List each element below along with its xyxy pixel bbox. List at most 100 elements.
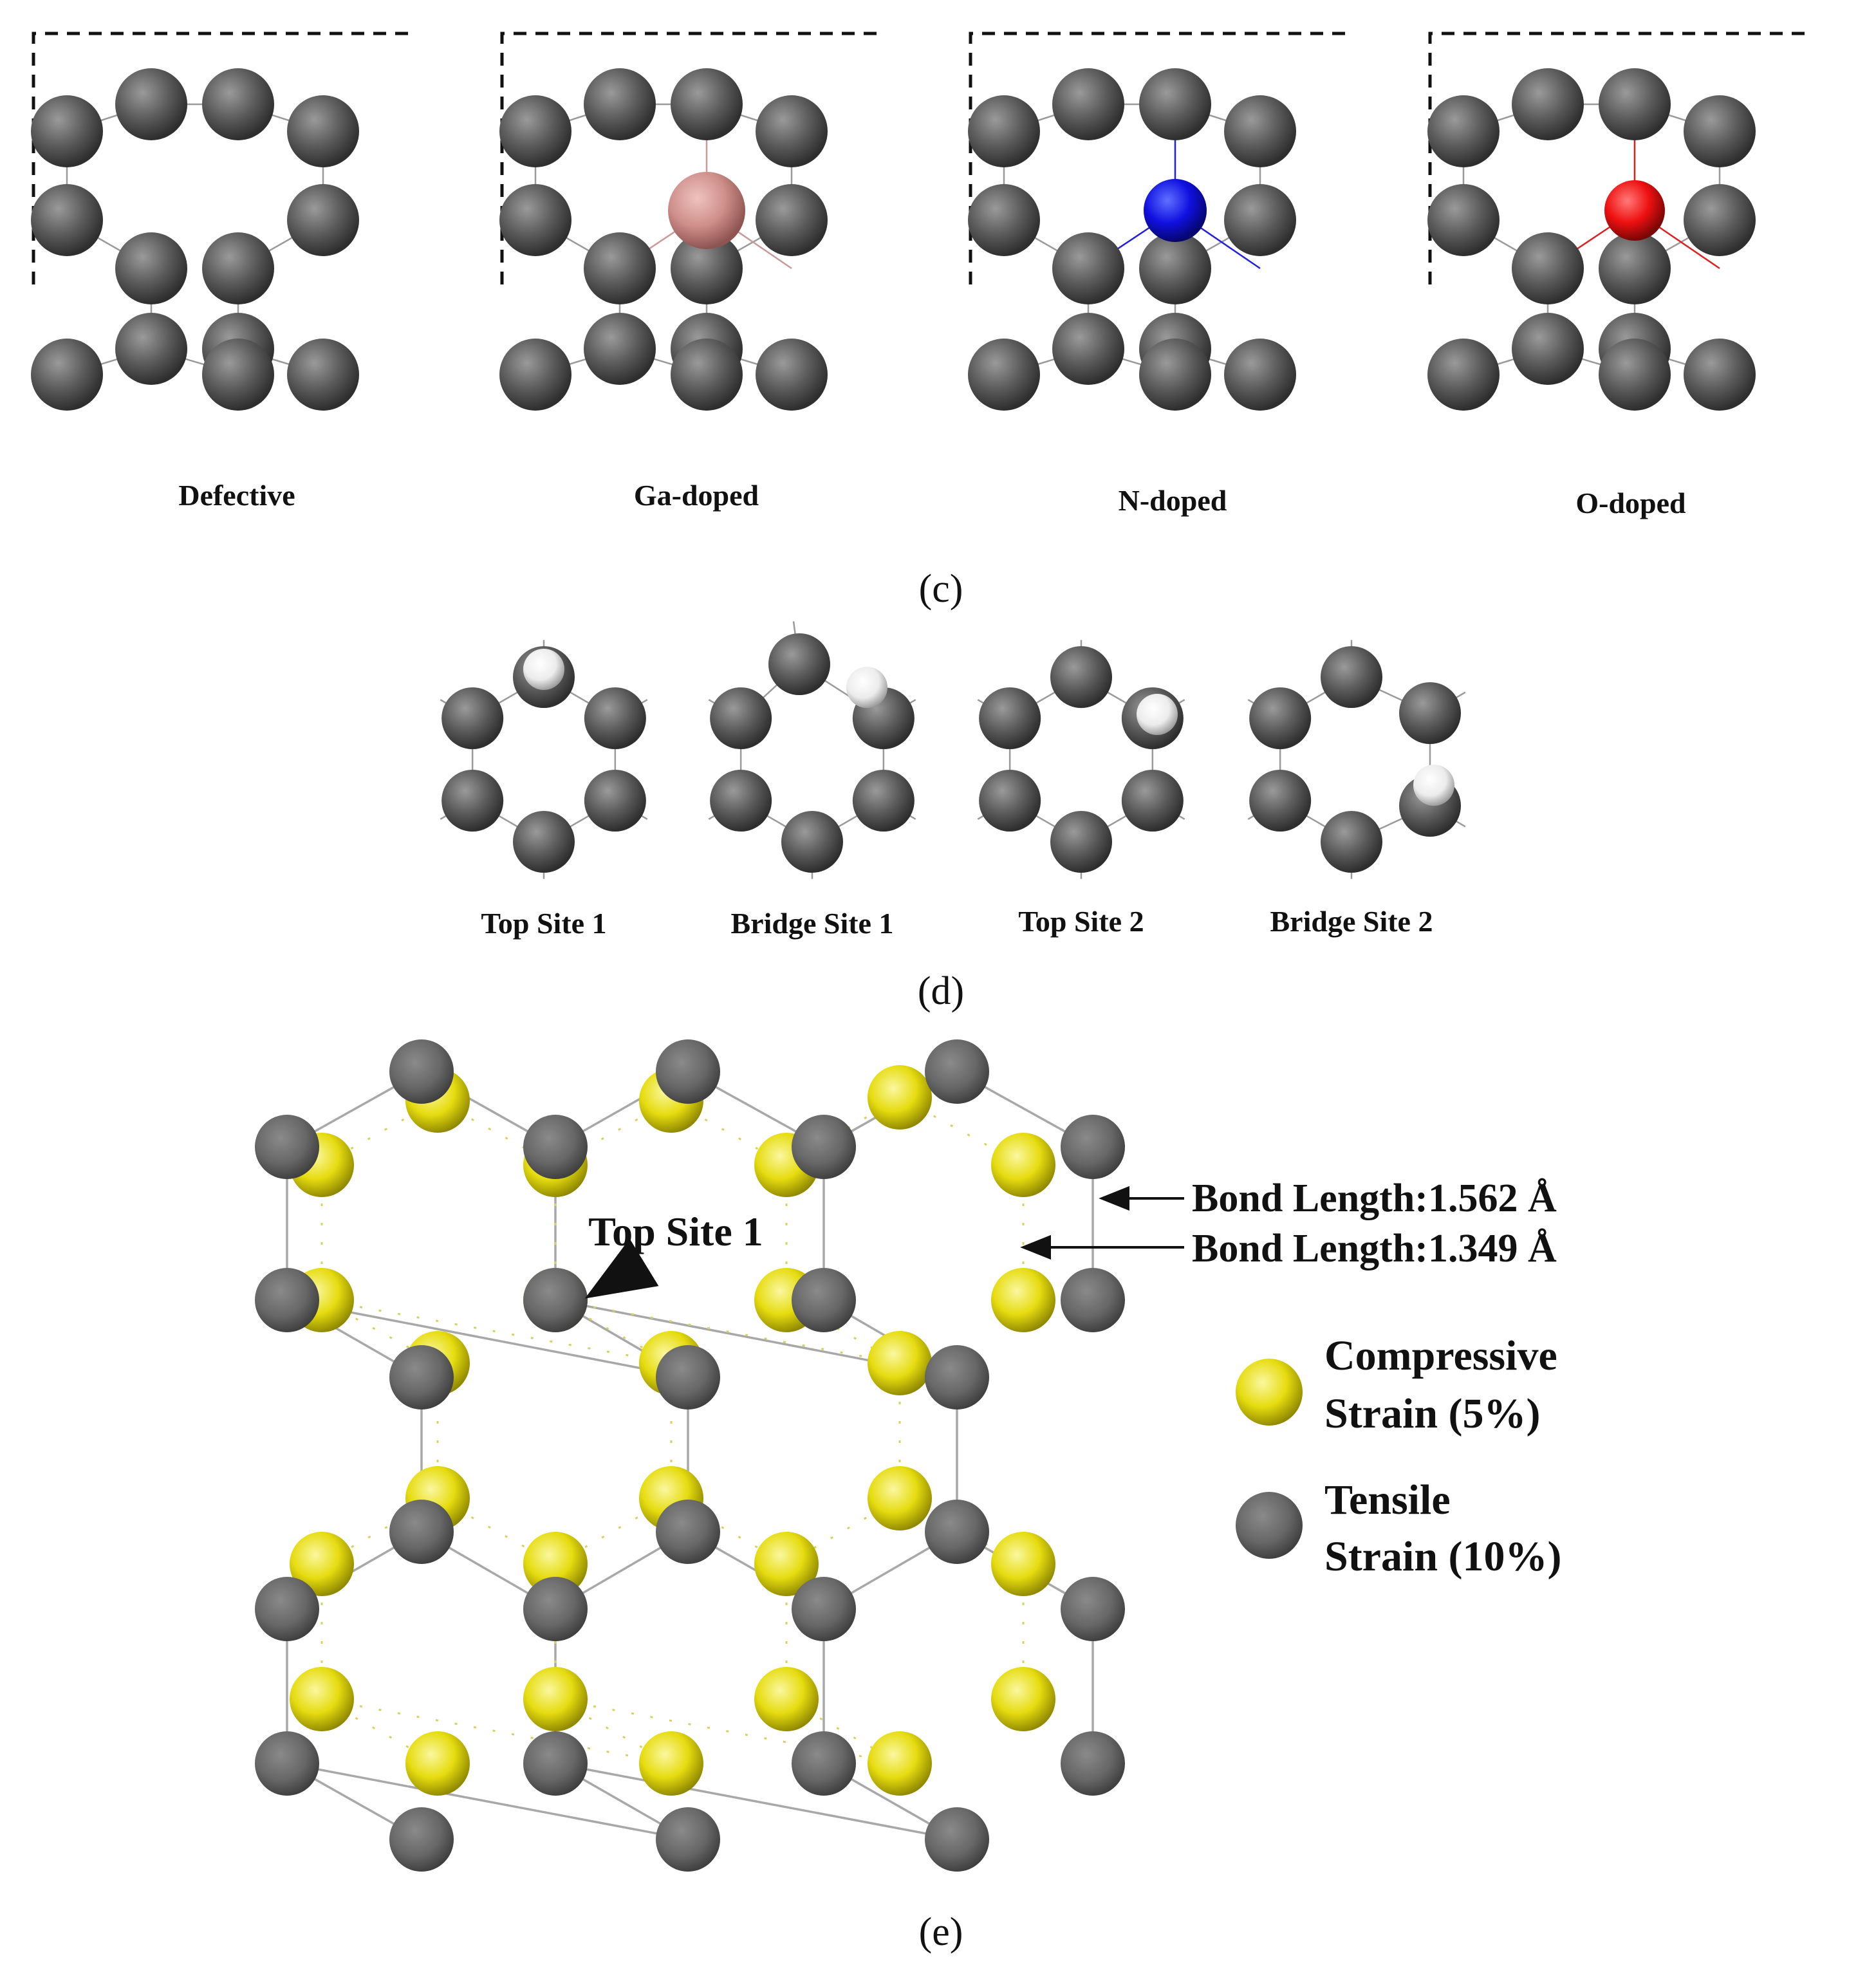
carbon-atom [968, 339, 1040, 411]
carbon-atom [756, 339, 828, 411]
cell-boundary [1428, 32, 1810, 284]
carbon-atom [979, 687, 1041, 749]
tensile-bond [286, 1762, 689, 1841]
carbon-atom [584, 687, 646, 749]
compressive-atom [290, 1667, 354, 1731]
tensile-atom [656, 1500, 720, 1564]
legend-tensile-line2: Strain (10%) [1324, 1533, 1561, 1580]
label-o-doped: O-doped [1575, 487, 1686, 519]
carbon-atom [1684, 184, 1756, 256]
carbon-atom [202, 232, 274, 304]
tensile-atom [389, 1039, 454, 1104]
site-top-site-1 [440, 640, 648, 879]
compressive-bond [555, 1299, 900, 1364]
label-top-site-1: Top Site 1 [481, 907, 606, 940]
tensile-atom [523, 1268, 588, 1332]
carbon-atom [115, 313, 187, 385]
panel-e: Top Site 1 Bond Length:1.562 Å Bond Leng… [255, 1039, 1561, 1954]
tensile-atom [1061, 1577, 1125, 1641]
carbon-atom [1684, 339, 1756, 411]
tensile-atom [255, 1268, 319, 1332]
compressive-atom [868, 1065, 932, 1130]
carbon-atom [1512, 68, 1584, 140]
carbon-atom [513, 811, 575, 873]
legend: Compressive Strain (5%) Tensile Strain (… [1236, 1332, 1561, 1580]
carbon-atom [1249, 770, 1312, 832]
tensile-atom [255, 1731, 319, 1796]
tensile-atom [389, 1500, 454, 1564]
carbon-atom [287, 339, 359, 411]
carbon-atom [710, 687, 772, 749]
tensile-atom [792, 1731, 856, 1796]
legend-tensile-marker [1236, 1492, 1303, 1559]
compressive-atom [405, 1731, 470, 1796]
carbon-atom [1321, 646, 1382, 708]
panel-c: Defective Ga-doped N-doped O-doped (c) [31, 32, 1810, 611]
carbon-atom [1052, 313, 1124, 385]
carbon-atom [671, 339, 743, 411]
carbon-atom [584, 68, 656, 140]
tensile-atom [523, 1577, 588, 1641]
tensile-atom [792, 1268, 856, 1332]
carbon-atom [1599, 68, 1671, 140]
carbon-atom [671, 68, 743, 140]
compressive-atom [868, 1731, 932, 1796]
carbon-atom [756, 184, 828, 256]
site-top-site-2 [977, 640, 1185, 879]
tensile-atom [389, 1345, 454, 1409]
carbon-atom [1321, 811, 1382, 873]
nitrogen-atom [1144, 179, 1207, 242]
compressive-atom [868, 1466, 932, 1530]
compressive-atom [991, 1133, 1055, 1197]
carbon-atom [1249, 687, 1312, 749]
carbon-atom [1512, 313, 1584, 385]
tensile-bond [286, 1299, 689, 1379]
legend-tensile-line1: Tensile [1324, 1476, 1451, 1523]
cell-boundary [32, 32, 413, 284]
site-bridge-site-1 [708, 621, 916, 879]
label-n-doped: N-doped [1119, 484, 1227, 517]
label-defective: Defective [178, 479, 295, 512]
carbon-atom [1399, 682, 1461, 744]
tensile-bond [555, 1762, 958, 1841]
hydrogen-atom [846, 667, 887, 708]
carbon-atom [852, 770, 915, 832]
structure-n-doped [968, 32, 1350, 411]
compressive-atom [290, 1532, 354, 1596]
compressive-atom [754, 1667, 819, 1731]
carbon-atom [584, 770, 646, 832]
carbon-atom [584, 232, 656, 304]
top-site-1-annotation: Top Site 1 [588, 1209, 763, 1254]
tensile-atom [925, 1807, 989, 1872]
tensile-atom [656, 1807, 720, 1872]
hydrogen-atom [1137, 694, 1178, 735]
carbon-atom [671, 232, 743, 304]
carbon-atom [1052, 68, 1124, 140]
legend-compressive-marker [1236, 1359, 1303, 1426]
carbon-atom [441, 687, 504, 749]
carbon-atom [1050, 646, 1112, 708]
legend-compressive-line2: Strain (5%) [1324, 1390, 1540, 1437]
carbon-atom [1224, 184, 1296, 256]
cell-boundary [969, 32, 1350, 284]
compressive-atom [991, 1268, 1055, 1332]
carbon-atom [1139, 232, 1211, 304]
carbon-atom [1427, 339, 1500, 411]
carbon-atom [710, 770, 772, 832]
carbon-atom [1224, 95, 1296, 167]
carbon-atom [781, 811, 843, 873]
carbon-atom [968, 95, 1040, 167]
tensile-atom [1061, 1731, 1125, 1796]
structure-o-doped [1427, 32, 1810, 411]
carbon-atom [1139, 339, 1211, 411]
compressive-atom [868, 1331, 932, 1395]
tensile-atom [792, 1577, 856, 1641]
oxygen-atom [1604, 180, 1665, 241]
carbon-atom [1050, 811, 1112, 873]
carbon-atom [584, 313, 656, 385]
hydrogen-atom [1413, 765, 1454, 806]
compressive-bond [321, 1698, 672, 1765]
carbon-atom [1224, 339, 1296, 411]
compressive-atom [754, 1532, 819, 1596]
